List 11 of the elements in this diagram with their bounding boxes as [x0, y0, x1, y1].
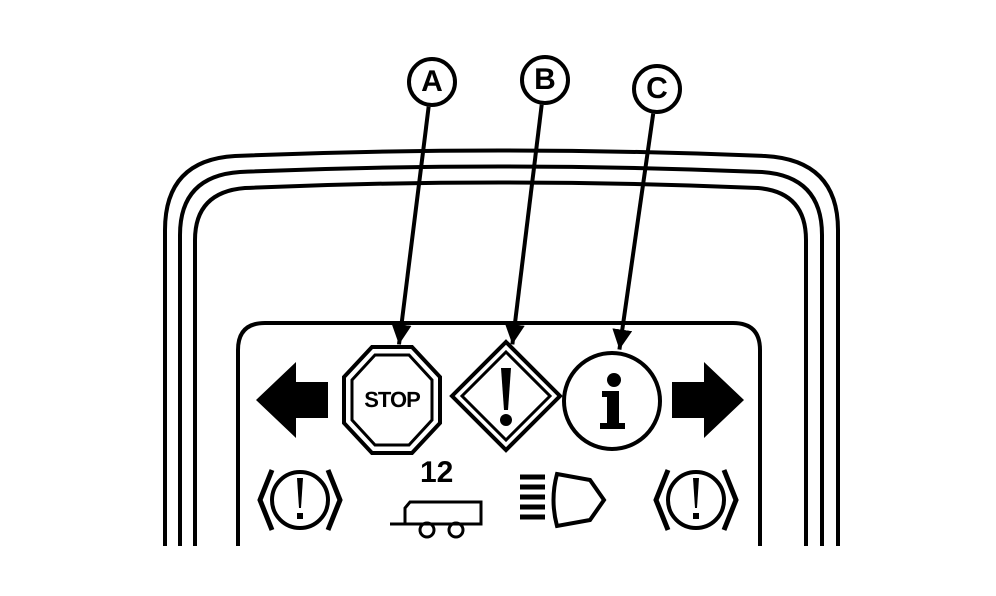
trailer-number: 12 — [420, 458, 454, 488]
callout-letter: C — [632, 64, 682, 114]
warning-sign-icon — [450, 340, 562, 452]
stop-sign — [342, 345, 442, 455]
callout-letter: A — [407, 57, 457, 107]
sign-text: STOP — [364, 387, 420, 413]
leader-line — [392, 106, 431, 345]
leader-line — [612, 113, 656, 350]
info-sign-icon — [561, 350, 663, 452]
leader-line — [504, 104, 544, 345]
callout-letter: B — [520, 55, 570, 105]
